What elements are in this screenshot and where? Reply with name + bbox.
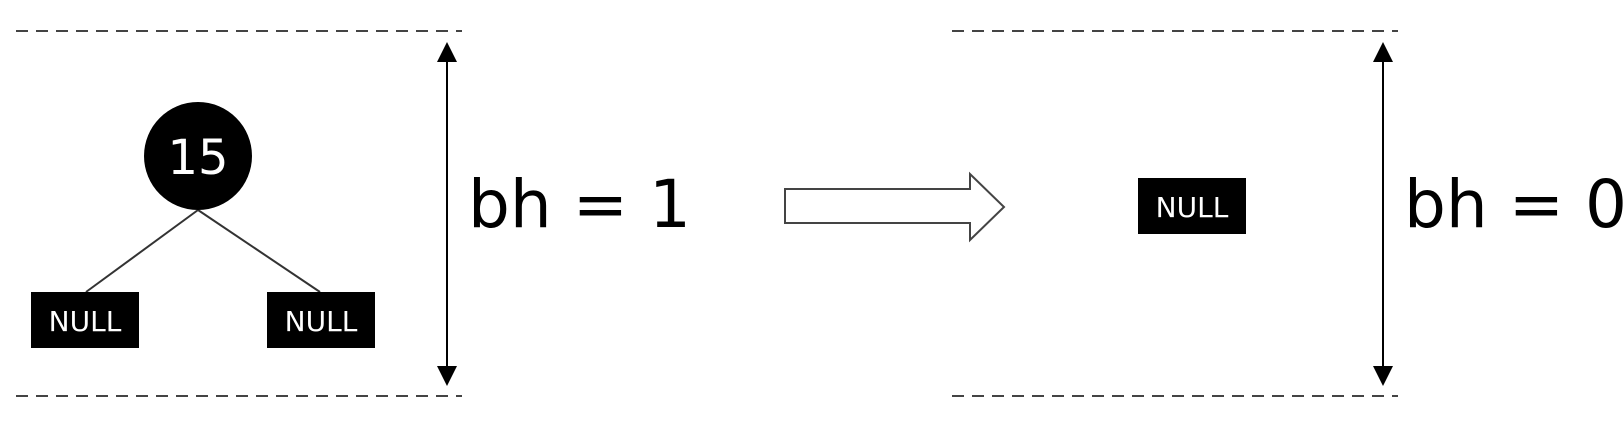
null-leaf-left-box xyxy=(31,292,139,348)
root-node-value: 15 xyxy=(167,130,228,186)
null-node-box xyxy=(1138,178,1246,234)
null-leaf-right-label: NULL xyxy=(285,305,358,338)
tree-edge-right xyxy=(197,209,321,293)
root-node: 15 xyxy=(144,102,252,210)
transform-arrow xyxy=(784,171,1006,243)
null-node: NULL xyxy=(1138,178,1246,234)
null-leaf-left-label: NULL xyxy=(49,305,122,338)
left-black-height-label: bh = 1 xyxy=(468,166,691,243)
tree-edge-left xyxy=(85,209,199,293)
right-black-height-label: bh = 0 xyxy=(1404,166,1624,243)
null-leaf-right: NULL xyxy=(267,292,375,348)
null-node-label: NULL xyxy=(1156,191,1229,224)
null-leaf-right-box xyxy=(267,292,375,348)
root-node-circle xyxy=(144,102,252,210)
null-leaf-left: NULL xyxy=(31,292,139,348)
